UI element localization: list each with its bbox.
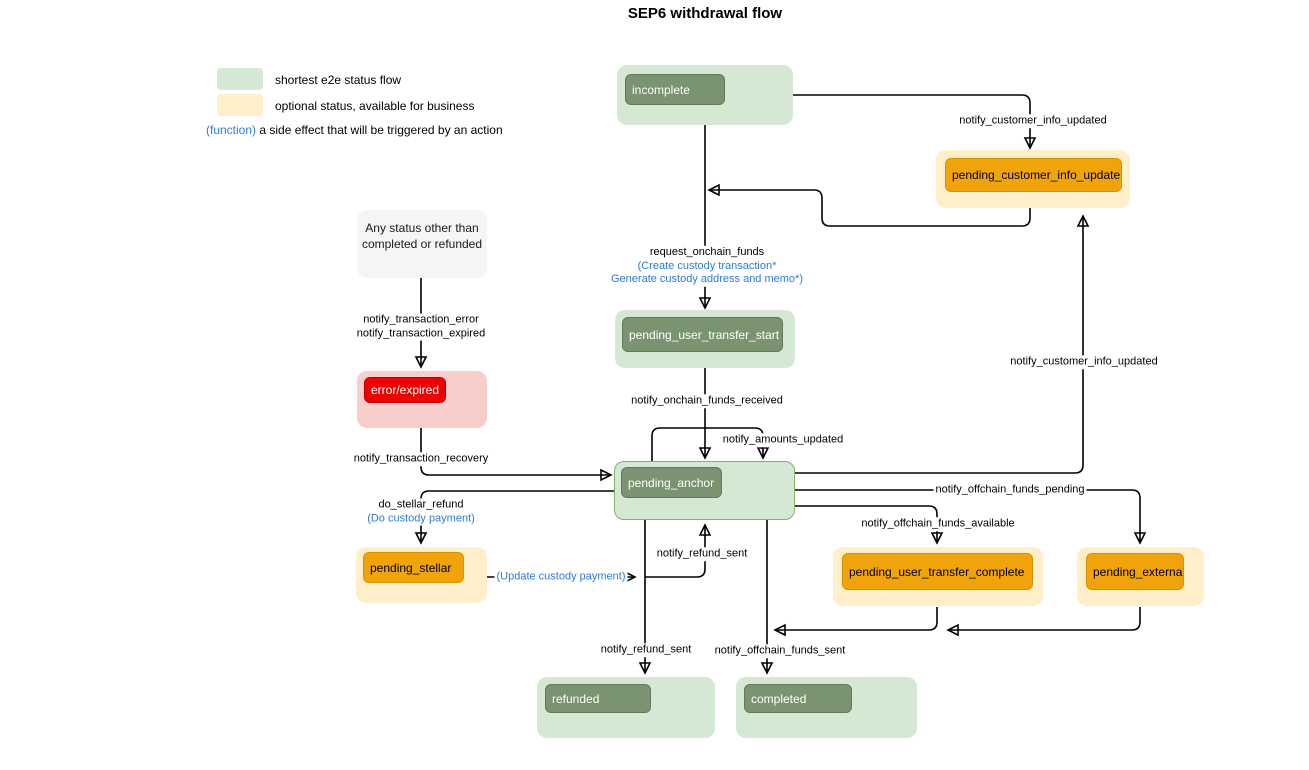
edge-pending-external-to-completed (949, 607, 1141, 630)
node-completed-label: completed (744, 684, 852, 713)
edge-label-notify-onchain-funds-received: notify_onchain_funds_received (629, 394, 785, 408)
legend-green-label: shortest e2e status flow (275, 73, 402, 87)
legend-function-desc: a side effect that will be triggered by … (256, 123, 503, 137)
edge-label-request-onchain-funds-line: request_onchain_funds (649, 245, 765, 258)
node-pending-user-transfer-start-label: pending_user_transfer_start (622, 317, 783, 352)
edge-pending-anchor-to-pending-user-transfer-complete (795, 505, 937, 542)
edge-pending-user-transfer-complete-to-completed (776, 607, 938, 630)
node-incomplete-label: incomplete (625, 74, 725, 105)
edge-label-create-custody-transaction: (Create custody transaction* (637, 259, 777, 272)
edge-pending-customer-info-update-return (710, 190, 1031, 227)
node-any-status-line2: completed or refunded (361, 237, 483, 251)
edge-incomplete-to-pending-customer-info-update (793, 94, 1030, 147)
legend-function-note: (function) a side effect that will be tr… (206, 123, 503, 137)
edge-label-notify-transaction-recovery: notify_transaction_recovery (351, 452, 491, 466)
edge-label-notify-customer-info-updated-top: notify_customer_info_updated (957, 114, 1109, 128)
edge-error-expired-to-pending-anchor (420, 428, 610, 475)
node-any-status: Any status other than completed or refun… (357, 210, 487, 278)
legend-yellow-swatch (217, 94, 263, 116)
edge-pending-anchor-to-pending-customer-info-update (795, 217, 1083, 474)
node-any-status-line1: Any status other than (365, 221, 479, 235)
legend-green-swatch (217, 68, 263, 90)
edge-label-notify-offchain-funds-pending: notify_offchain_funds_pending (933, 483, 1087, 497)
edge-label-notify-transaction-expired: notify_transaction_expired (356, 327, 486, 339)
edge-label-notify-customer-info-updated-right: notify_customer_info_updated (1008, 355, 1160, 369)
edge-label-request-onchain-funds: request_onchain_funds (Create custody tr… (609, 245, 805, 287)
edge-label-notify-transaction-error: notify_transaction_error (363, 313, 479, 326)
legend-function-token: (function) (206, 123, 257, 137)
edge-label-do-stellar-refund: do_stellar_refund (Do custody payment) (365, 498, 477, 526)
edge-label-notify-transaction-error-expired: notify_transaction_error notify_transact… (354, 313, 488, 341)
edge-pending-anchor-self-loop (651, 427, 763, 461)
node-pending-anchor-label: pending_anchor (621, 467, 722, 498)
node-pending-stellar-label: pending_stellar (363, 552, 464, 583)
edge-label-notify-offchain-funds-available: notify_offchain_funds_available (859, 517, 1017, 531)
edge-notify-refund-sent-to-pending-anchor (645, 526, 705, 578)
node-pending-user-transfer-complete-label: pending_user_transfer_complete (842, 553, 1033, 590)
edge-label-generate-custody-address: Generate custody address and memo*) (611, 272, 803, 285)
edge-pending-anchor-to-pending-external (795, 489, 1140, 542)
edge-label-do-custody-payment: (Do custody payment) (367, 512, 475, 524)
edge-label-notify-amounts-updated: notify_amounts_updated (720, 433, 846, 447)
edge-label-do-stellar-refund-line: do_stellar_refund (378, 498, 464, 511)
node-error-expired-label: error/expired (364, 377, 446, 403)
edge-label-notify-offchain-funds-sent: notify_offchain_funds_sent (712, 644, 848, 658)
edge-label-update-custody-payment: (Update custody payment) (494, 570, 628, 584)
edge-label-notify-refund-sent-mid: notify_refund_sent (654, 547, 750, 561)
legend-yellow-label: optional status, available for business (275, 99, 475, 113)
edge-label-notify-refund-sent-bottom: notify_refund_sent (598, 643, 694, 657)
node-pending-external-label: pending_external (1086, 553, 1184, 590)
node-pending-customer-info-update-label: pending_customer_info_update (945, 158, 1122, 192)
node-refunded-label: refunded (545, 684, 651, 713)
diagram-title: SEP6 withdrawal flow (627, 5, 783, 22)
